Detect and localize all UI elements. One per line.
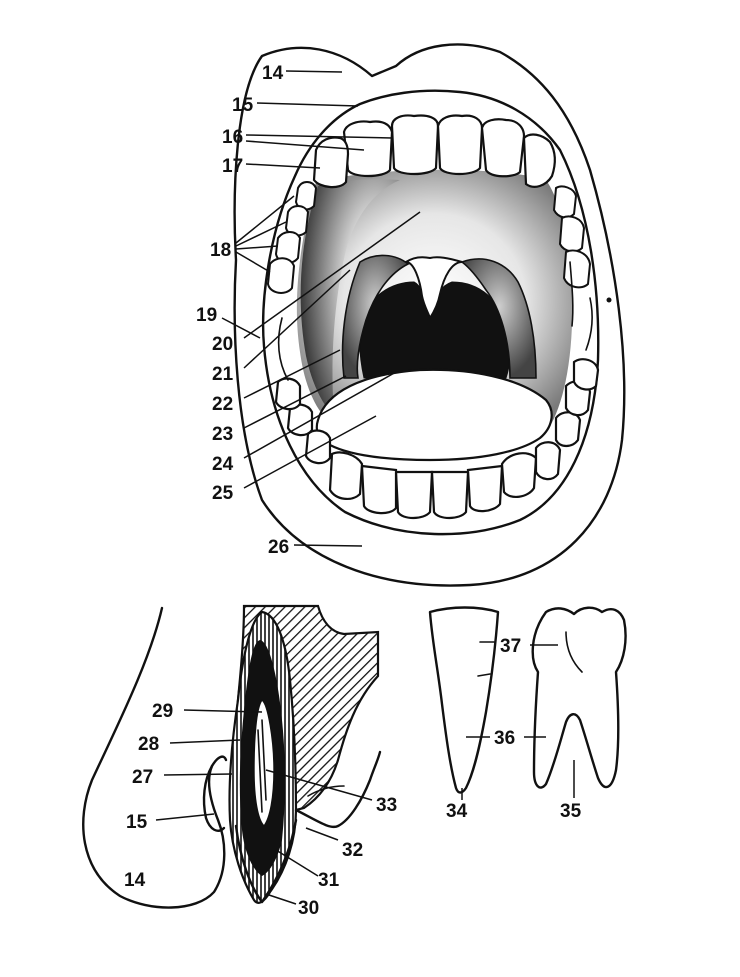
- label-25: 25: [212, 483, 234, 504]
- palatoglossal-arch-left: [341, 254, 410, 379]
- open-mouth-view: 14 15 16 17 18 19 20 21 22 23 24 25 26: [196, 43, 626, 587]
- section-leader-lines: [155, 709, 373, 905]
- label-34: 34: [446, 801, 468, 822]
- label-19: 19: [196, 305, 217, 326]
- label-21: 21: [212, 364, 234, 385]
- label-22: 22: [212, 394, 233, 415]
- label-32: 32: [342, 840, 363, 861]
- label-27: 27: [132, 767, 153, 788]
- palatoglossal-arch-right: [460, 258, 537, 379]
- incisor-tooth-view: 37 36 34: [428, 606, 521, 822]
- mouth-opening: [261, 89, 600, 536]
- lip-outline: [233, 43, 626, 587]
- tooth-section-view: 29 28 27 15 14 33 32 31 30: [82, 604, 397, 919]
- label-16-incisors: 16: [222, 127, 243, 148]
- label-15-gum-section: 15: [126, 812, 148, 833]
- label-15-gum: 15: [232, 95, 254, 116]
- upper-molars: [266, 181, 592, 294]
- label-36: 36: [494, 728, 515, 749]
- lip-profile: [82, 606, 228, 909]
- label-14-lip: 14: [262, 63, 284, 84]
- label-24: 24: [212, 454, 234, 475]
- label-23: 23: [212, 424, 233, 445]
- label-14-lip-section: 14: [124, 870, 146, 891]
- label-28: 28: [138, 734, 159, 755]
- label-17-canine: 17: [222, 156, 243, 177]
- uvula: [402, 256, 463, 321]
- label-37: 37: [500, 636, 521, 657]
- label-35: 35: [560, 801, 582, 822]
- label-18-premolars-molars: 18: [210, 240, 231, 261]
- incisor-outline: [428, 606, 500, 794]
- label-30: 30: [298, 898, 319, 919]
- molar-tooth-view: 36 35: [524, 606, 627, 822]
- label-26-lower-lip: 26: [268, 537, 289, 558]
- label-33: 33: [376, 795, 397, 816]
- label-20: 20: [212, 334, 233, 355]
- label-31: 31: [318, 870, 340, 891]
- upper-teeth: [312, 114, 556, 189]
- molar-outline: [531, 606, 627, 789]
- mouth-leader-lines: [221, 70, 421, 547]
- label-29: 29: [152, 701, 173, 722]
- lower-teeth: [274, 358, 600, 520]
